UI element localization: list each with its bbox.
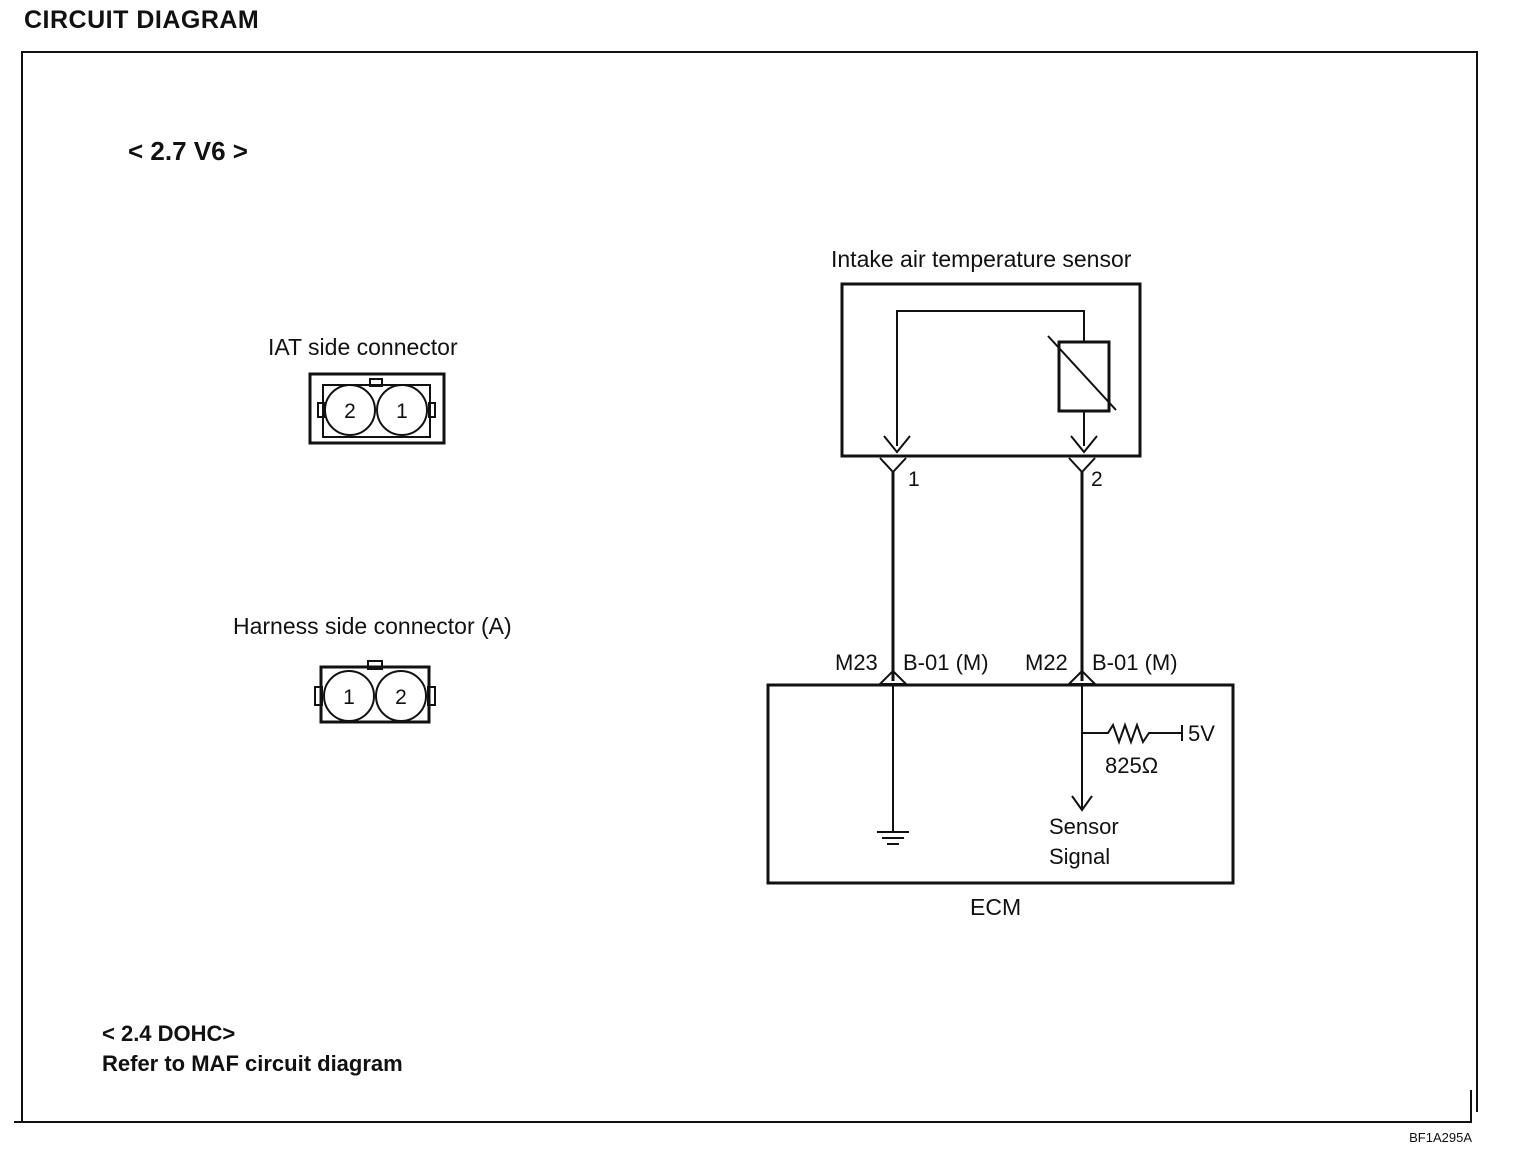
iat-pin-right-number: 1 bbox=[396, 400, 408, 423]
sensor-label: Intake air temperature sensor bbox=[831, 246, 1132, 272]
sensor-internal-wire-left bbox=[896, 310, 1085, 446]
ecm-terminal-m22 bbox=[1066, 669, 1098, 685]
page-title: CIRCUIT DIAGRAM bbox=[24, 6, 260, 34]
harness-pin-left bbox=[323, 670, 375, 722]
engine-variant-label: < 2.7 V6 > bbox=[128, 136, 248, 166]
supply-voltage-label: 5V bbox=[1188, 721, 1215, 746]
harness-connector-caption: Harness side connector (A) bbox=[233, 613, 512, 639]
pullup-resistor-icon bbox=[1082, 721, 1182, 746]
sensor-terminal-1 bbox=[879, 457, 907, 474]
harness-side-connector: 1 2 bbox=[314, 660, 436, 724]
signal-arrow-icon bbox=[1071, 795, 1093, 812]
figure-code: BF1A295A bbox=[1409, 1130, 1472, 1145]
note-reference-text: Refer to MAF circuit diagram bbox=[102, 1051, 403, 1076]
harness-pin-right-number: 2 bbox=[395, 686, 407, 709]
iat-pin-right bbox=[376, 384, 428, 436]
outer-frame-bottom bbox=[14, 1090, 1472, 1123]
ecm-pin-m23-id: M23 bbox=[835, 650, 878, 675]
harness-pin-right bbox=[375, 670, 427, 722]
sensor-pin-1-label: 1 bbox=[908, 468, 920, 491]
sensor-signal-label-line1: Sensor bbox=[1049, 814, 1119, 839]
ecm-label: ECM bbox=[970, 894, 1022, 920]
iat-pin-left bbox=[324, 384, 376, 436]
ecm-terminal-m23 bbox=[877, 669, 909, 685]
thermistor-symbol bbox=[1057, 340, 1111, 413]
outer-frame bbox=[21, 51, 1478, 1123]
harness-pin-left-number: 1 bbox=[343, 686, 355, 709]
ecm-pin-m23-connector: B-01 (M) bbox=[903, 650, 989, 675]
ecm-pin-m22-connector: B-01 (M) bbox=[1092, 650, 1178, 675]
ecm-box bbox=[766, 669, 1235, 885]
iat-connector-caption: IAT side connector bbox=[268, 334, 458, 360]
iat-sensor bbox=[840, 282, 1142, 458]
ecm-pin-m22-id: M22 bbox=[1025, 650, 1068, 675]
sensor-signal-label-line2: Signal bbox=[1049, 844, 1110, 869]
iat-side-connector: 2 1 bbox=[308, 372, 446, 445]
iat-pin-left-number: 2 bbox=[344, 400, 356, 423]
ground-icon bbox=[877, 831, 909, 845]
note-variant-label: < 2.4 DOHC> bbox=[102, 1021, 236, 1046]
sensor-pin-2-label: 2 bbox=[1091, 468, 1103, 491]
thermistor-slash bbox=[1047, 335, 1117, 411]
resistor-value-label: 825Ω bbox=[1105, 753, 1158, 778]
